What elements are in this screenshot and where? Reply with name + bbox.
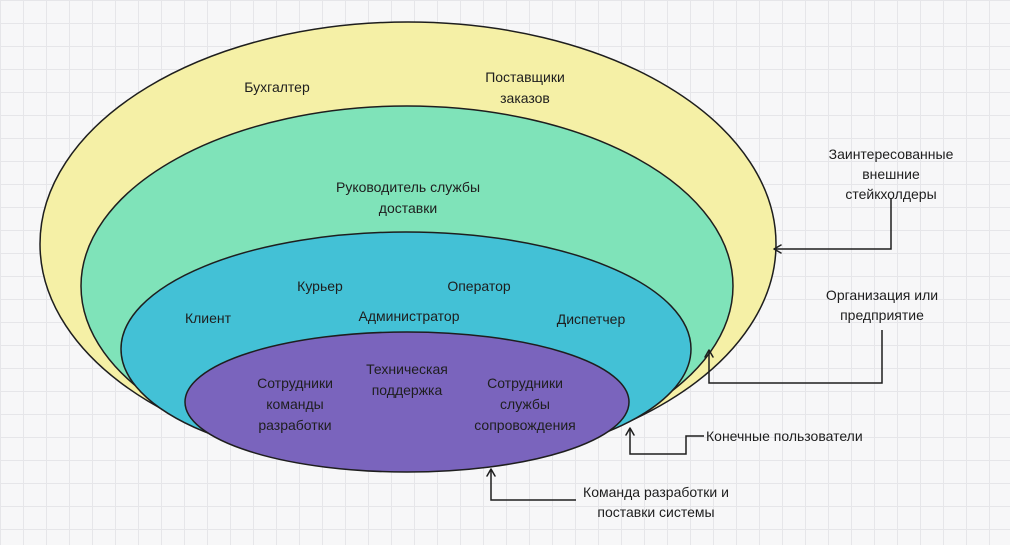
label-courier: Курьер (297, 278, 343, 294)
label-administrator: Администратор (358, 308, 460, 324)
note-external-stakeholders: Заинтересованные внешние стейкхолдеры (828, 146, 954, 202)
label-dispatcher: Диспетчер (556, 311, 626, 327)
dev-team-layer[interactable] (184, 331, 630, 473)
label-delivery-head: Руководитель службы доставки (335, 179, 481, 216)
note-organization: Организация или предприятие (825, 287, 939, 323)
label-tech-support: Техническая поддержка (366, 361, 448, 398)
label-dev-team-staff: Сотрудники команды разработки (257, 375, 333, 433)
connector-organization (704, 330, 883, 384)
label-maintenance-staff: Сотрудники службы сопровождения (474, 375, 576, 433)
label-order-suppliers: Поставщики заказов (485, 69, 565, 106)
label-operator: Оператор (447, 278, 511, 294)
connector-external (773, 198, 892, 254)
label-accountant: Бухгалтер (244, 79, 310, 95)
note-dev-team: Команда разработки и поставки системы (583, 484, 729, 520)
connector-dev-team (486, 468, 576, 501)
connector-end-users (625, 427, 704, 455)
label-client: Клиент (184, 310, 232, 326)
note-end-users: Конечные пользователи (706, 428, 863, 444)
